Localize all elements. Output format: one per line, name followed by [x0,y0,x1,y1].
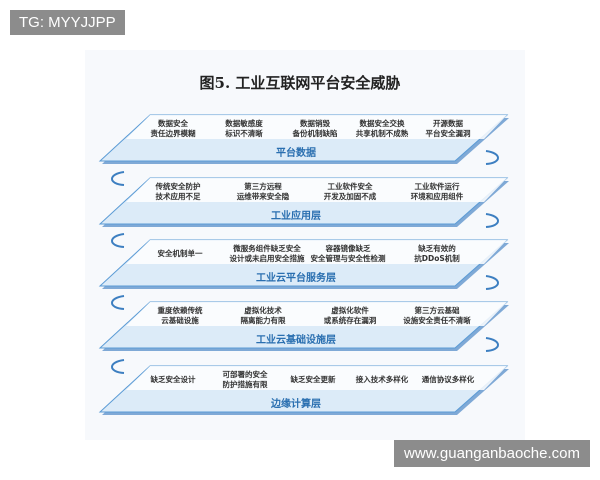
layer-label: 工业云基础设施层 [256,335,336,346]
threat-item: 重度依赖传统云基础设施 [158,306,203,326]
threat-item-line: 第三方远程 [244,182,282,191]
threat-item: 缺乏有效的抗DDoS机制 [414,244,460,264]
threat-item-line: 责任边界模糊 [150,129,196,138]
watermark-top: TG: MYYJJPP [10,10,125,35]
threat-item-line: 隔离能力有限 [240,316,286,325]
curved-arrow-left-icon [111,295,125,310]
threat-item-line: 设计或未启用安全措施 [229,254,305,263]
threat-item-line: 数据安全交换 [359,119,405,128]
threat-item: 接入技术多样化 [356,375,409,385]
threat-item-line: 防护措施有限 [222,380,268,389]
threat-item: 工业软件运行环境和应用组件 [411,182,464,202]
threat-item-line: 环境和应用组件 [410,192,464,201]
threat-item: 缺乏安全设计 [151,375,196,385]
threat-item-line: 安全机制单一 [157,249,203,258]
threat-item-line: 云基础设施 [161,316,199,325]
threat-item: 容器镜像缺乏安全管理与安全性检测 [311,244,386,264]
layer-item-band [126,115,507,139]
threat-item-line: 共享机制不成熟 [355,129,409,138]
threat-item: 数据安全责任边界模糊 [151,119,196,139]
layer-item-band [126,366,507,390]
layer-item-band [126,240,507,264]
curved-arrow-left-icon [111,359,125,374]
threat-item: 微服务组件缺乏安全设计或未启用安全措施 [230,244,305,264]
threat-item-line: 或系统存在漏洞 [323,316,377,325]
threat-item-line: 缺乏安全更新 [290,375,336,384]
threat-item: 开源数据平台安全漏洞 [426,119,471,139]
threat-item-line: 平台安全漏洞 [425,129,471,138]
layer-item-band [126,178,507,202]
threat-item: 缺乏安全更新 [291,375,336,385]
layer-label: 平台数据 [276,148,316,159]
curved-arrow-right-icon [485,150,499,165]
threat-item: 通信协议多样化 [422,375,475,385]
threat-item-line: 工业软件运行 [414,182,460,191]
layer-label: 边缘计算层 [271,399,321,410]
threat-item: 第三方远程运维带来安全隐 [237,182,290,202]
threat-item-line: 微服务组件缺乏安全 [233,244,301,253]
threat-item-line: 可部署的安全 [222,370,268,379]
threat-item-line: 通信协议多样化 [421,375,475,384]
threat-item: 第三方云基础设施安全责任不清晰 [403,306,471,326]
threat-item-line: 安全管理与安全性检测 [310,254,386,263]
threat-item: 传统安全防护技术应用不足 [156,182,201,202]
threat-item-line: 设施安全责任不清晰 [403,316,471,325]
curved-arrow-right-icon [485,213,499,228]
threat-item-line: 工业软件安全 [327,182,373,191]
threat-item-line: 开源数据 [433,119,463,128]
figure-title: 图5. 工业互联网平台安全威胁 [199,74,401,92]
threat-item-line: 标识不清晰 [225,129,263,138]
layer-label: 工业应用层 [271,211,321,222]
threat-item: 安全机制单一 [158,249,203,259]
threat-item: 虚拟化技术隔离能力有限 [241,306,286,326]
threat-item-line: 第三方云基础 [414,306,460,315]
threat-item-line: 运维带来安全隐 [236,192,290,201]
threat-item-line: 数据销毁 [300,119,330,128]
threat-item: 数据安全交换共享机制不成熟 [356,119,409,139]
layer-label: 工业云平台服务层 [256,273,336,284]
watermark-bottom: www.guanganbaoche.com [394,440,590,467]
threat-item-line: 数据安全 [158,119,188,128]
threat-item-line: 缺乏安全设计 [150,375,196,384]
threat-item: 数据销毁备份机制缺陷 [293,119,338,139]
threat-item-line: 缺乏有效的 [418,244,456,253]
threat-item-line: 容器镜像缺乏 [325,244,371,253]
threat-item-line: 传统安全防护 [155,182,201,191]
threat-item-line: 重度依赖传统 [157,306,203,315]
curved-arrow-right-icon [485,337,499,352]
threat-item: 可部署的安全防护措施有限 [223,370,268,390]
curved-arrow-right-icon [485,275,499,290]
threat-item-line: 备份机制缺陷 [292,129,338,138]
threat-item: 数据敏感度标识不清晰 [225,119,263,139]
threat-item-line: 数据敏感度 [225,119,263,128]
curved-arrow-left-icon [111,171,125,186]
threat-item-line: 技术应用不足 [155,192,201,201]
threat-item-line: 虚拟化技术 [244,306,282,315]
threat-item-line: 接入技术多样化 [355,375,409,384]
threat-item: 工业软件安全开发及加固不成 [324,182,377,202]
curved-arrow-left-icon [111,233,125,248]
threat-item-line: 抗DDoS机制 [414,254,460,263]
threat-item: 虚拟化软件或系统存在漏洞 [324,306,377,326]
threat-item-line: 开发及加固不成 [323,192,377,201]
threat-item-line: 虚拟化软件 [331,306,369,315]
layer-item-band [126,302,507,326]
